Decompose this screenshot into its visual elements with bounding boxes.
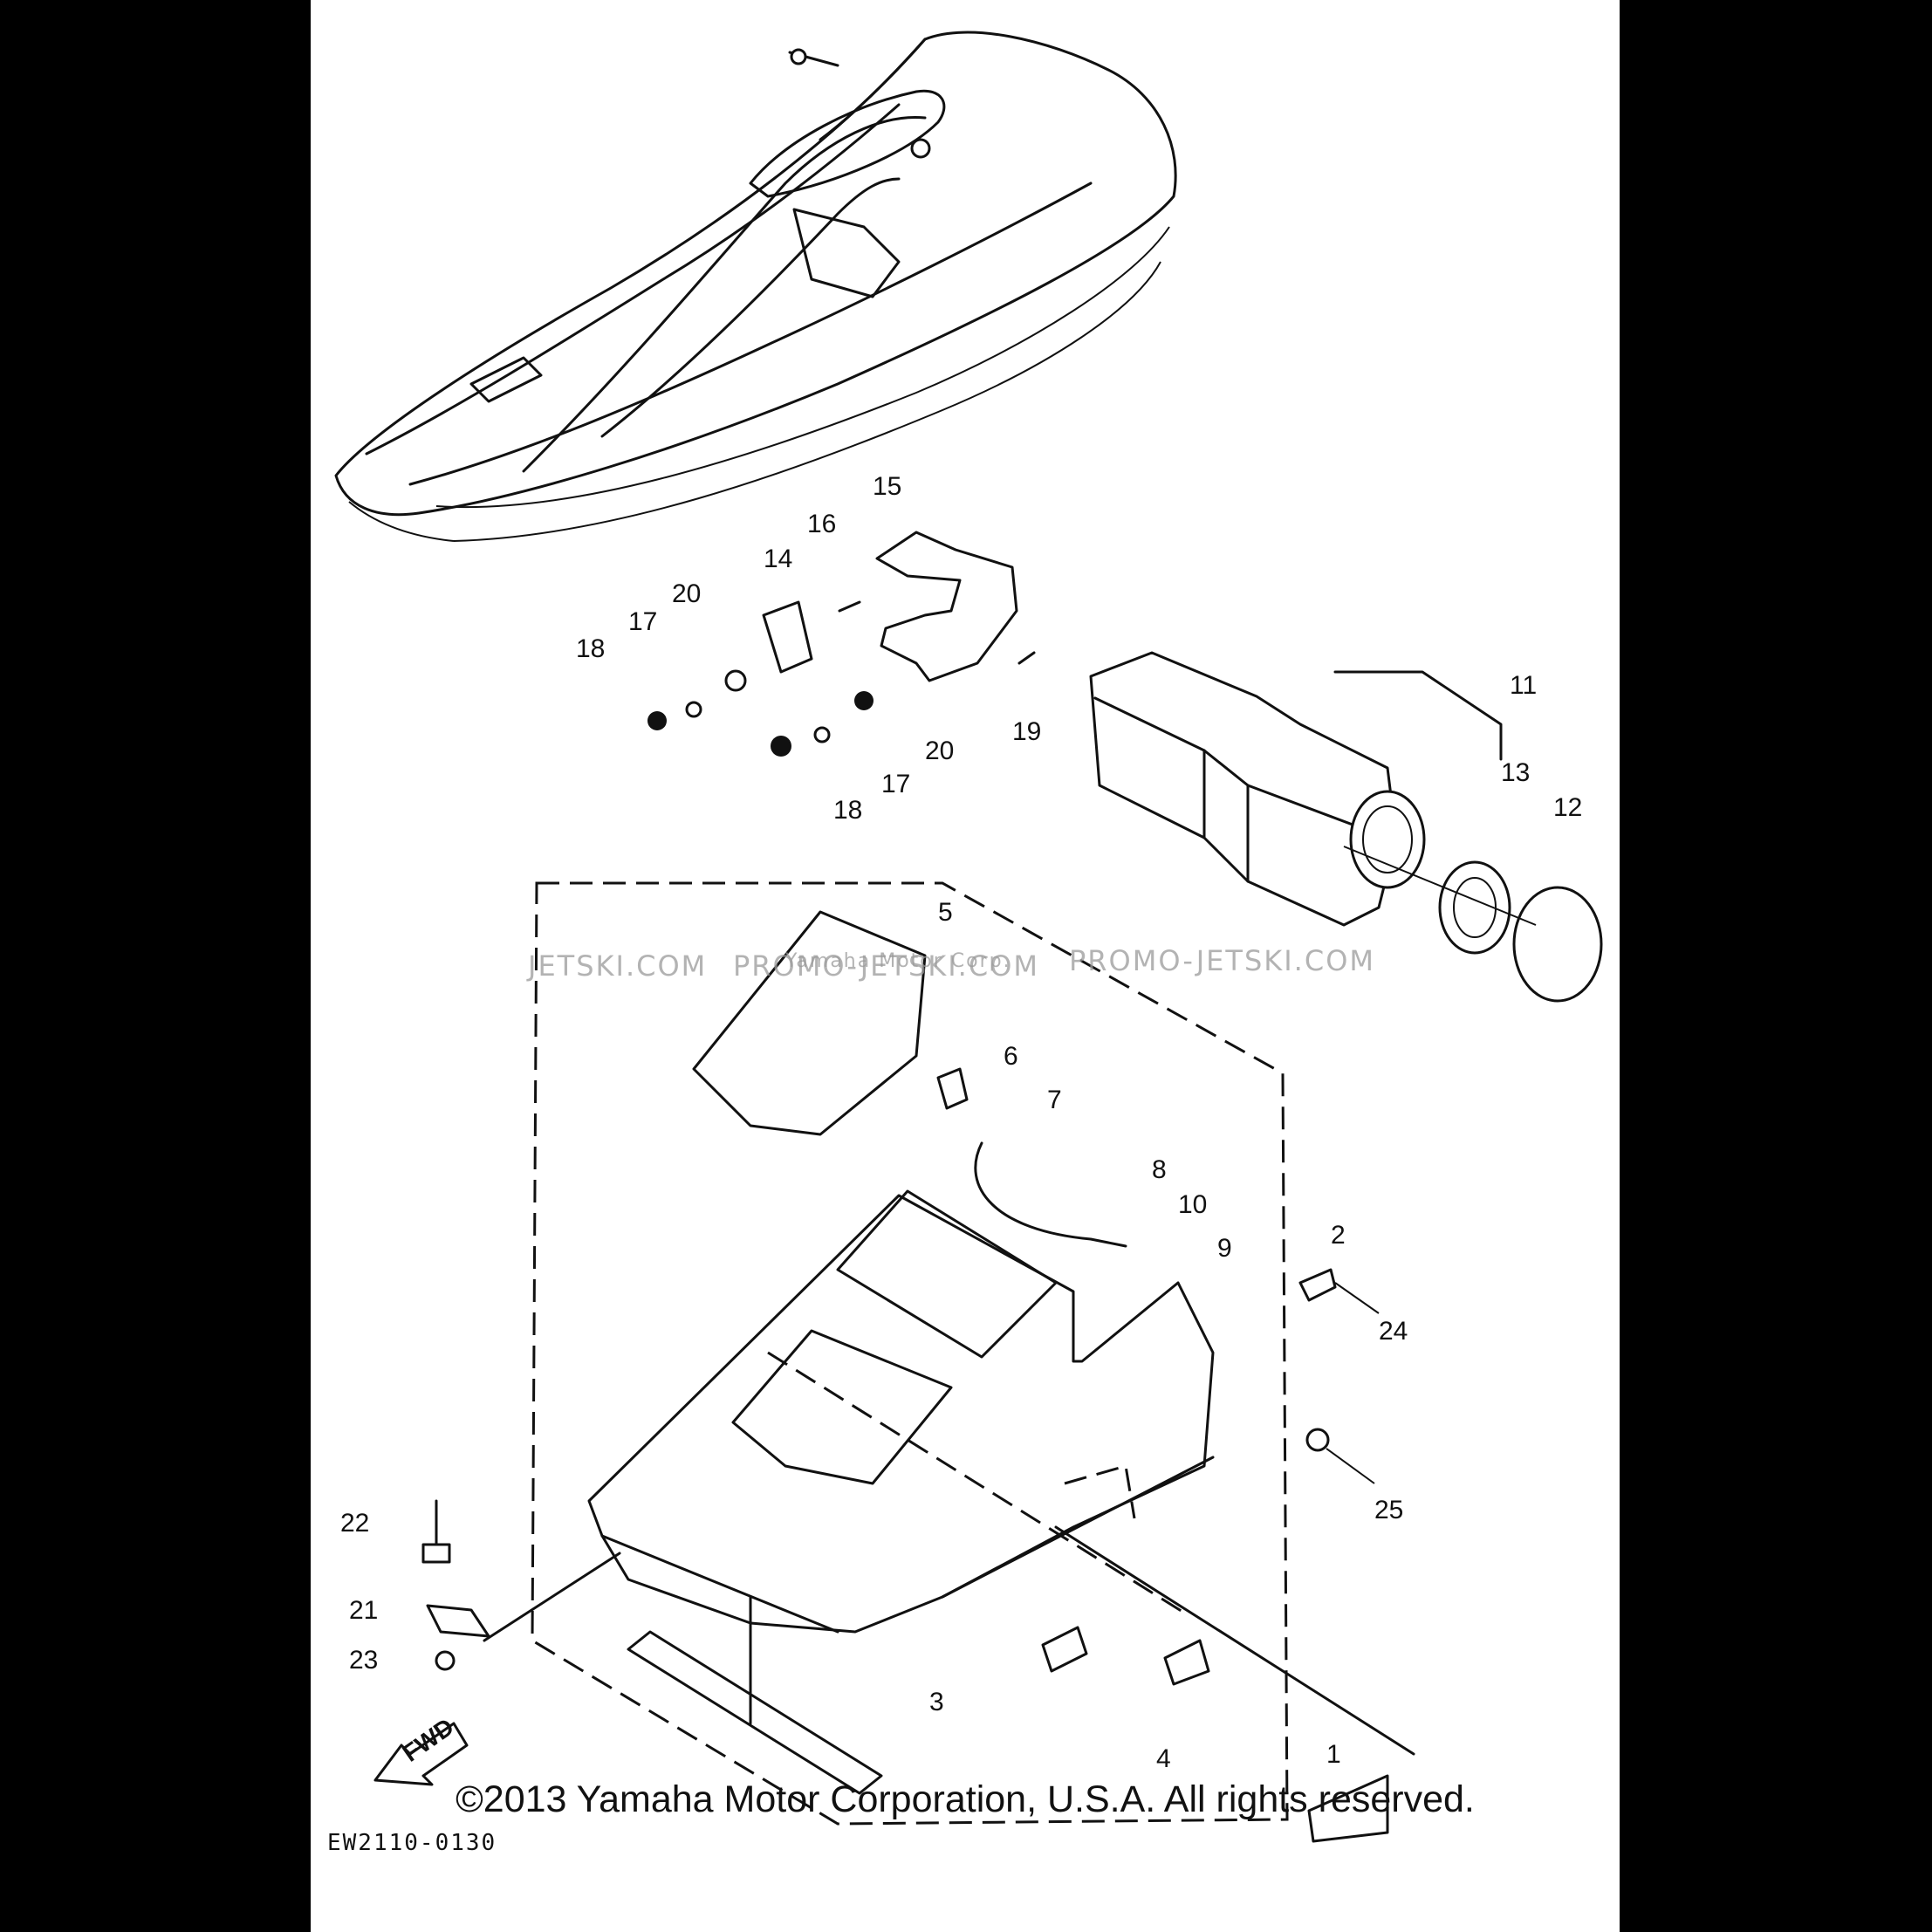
copyright-notice: ©2013 Yamaha Motor Corporation, U.S.A. A… (456, 1778, 1475, 1820)
callout-labels: 1 2 3 4 5 6 7 8 9 10 11 12 13 14 15 16 1… (340, 472, 1582, 1773)
fwd-arrow: FWD (373, 1713, 469, 1786)
cover-5 (692, 910, 927, 1136)
callout-18a: 18 (576, 634, 605, 663)
watermark-right: PROMO-JETSKI.COM (1069, 944, 1375, 977)
watermark: JETSKI.COM PROMO-JETSKI.COM PROMO-JETSKI… (526, 944, 1375, 983)
watermark-middle: PROMO-JETSKI.COM (733, 949, 1039, 983)
callout-1: 1 (1326, 1740, 1341, 1769)
callout-11: 11 (1510, 671, 1537, 700)
callout-12: 12 (1553, 793, 1582, 822)
part-1 (1307, 1774, 1389, 1843)
callout-20b: 20 (925, 736, 954, 765)
callout-22: 22 (340, 1509, 369, 1538)
bracket-15 (875, 531, 1018, 682)
callout-15: 15 (873, 472, 901, 501)
callout-8: 8 (1152, 1155, 1167, 1184)
callout-17a: 17 (628, 607, 657, 636)
callout-10: 10 (1178, 1190, 1207, 1219)
diagram-sheet (311, 0, 1620, 1932)
callout-16: 16 (807, 510, 836, 538)
strip-3 (627, 1630, 883, 1795)
callout-9: 9 (1217, 1234, 1232, 1263)
callout-5: 5 (938, 898, 953, 927)
bracket-14 (762, 600, 813, 674)
callout-7: 7 (1047, 1086, 1062, 1114)
cap-12 (1512, 886, 1603, 1003)
storage-box-11 (1089, 651, 1503, 927)
callout-19: 19 (1012, 717, 1041, 746)
hood-2 (587, 1194, 1215, 1634)
callout-4: 4 (1156, 1744, 1171, 1773)
fasteners (647, 600, 1036, 757)
callout-20a: 20 (672, 579, 701, 608)
callout-13: 13 (1501, 758, 1530, 787)
assembly-boundary (531, 881, 1289, 1826)
callout-2: 2 (1331, 1221, 1346, 1250)
callout-17b: 17 (881, 770, 910, 798)
jetski-hull (334, 31, 1177, 542)
callout-3: 3 (929, 1688, 944, 1716)
gasket-13 (1438, 860, 1511, 955)
callout-14: 14 (764, 545, 792, 573)
watermark-left: JETSKI.COM (526, 949, 707, 983)
callout-6: 6 (1004, 1042, 1018, 1071)
callout-18b: 18 (833, 796, 862, 825)
watermark-overlay: Yamaha Motor Corp. (784, 950, 1011, 972)
callout-25: 25 (1374, 1496, 1403, 1524)
diagram-code: EW2110-0130 (327, 1830, 497, 1856)
callout-23: 23 (349, 1646, 378, 1675)
callout-21: 21 (349, 1596, 378, 1625)
callout-24: 24 (1379, 1317, 1408, 1346)
